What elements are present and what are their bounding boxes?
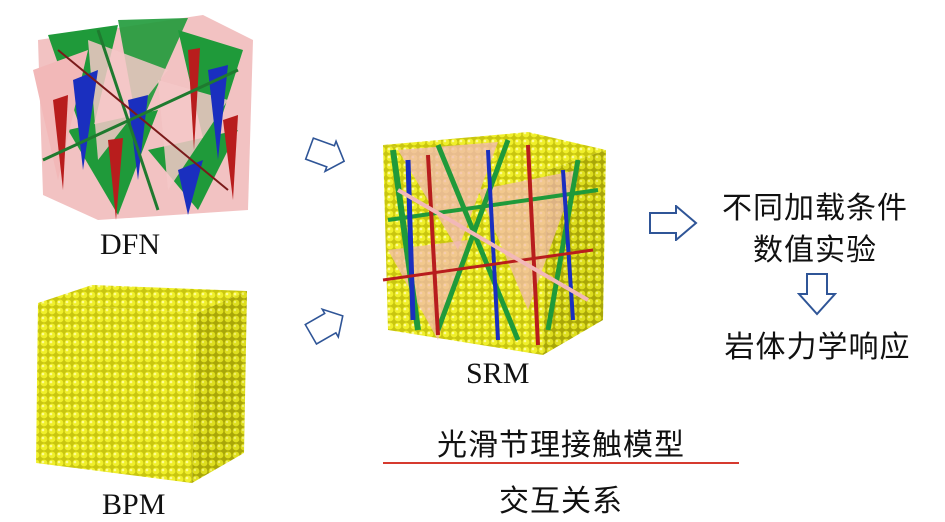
separator-line [383, 462, 739, 464]
hollow-right-arrow-icon [304, 307, 344, 345]
mechanical-response-text: 岩体力学响应 [724, 330, 911, 365]
smooth-joint-model-text: 光滑节理接触模型 [437, 428, 685, 463]
hollow-right-arrow-icon [649, 205, 698, 241]
bpm-label: BPM [102, 488, 166, 521]
numerical-experiment-text: 数值实验 [753, 233, 877, 268]
srm-label: SRM [466, 357, 530, 390]
srm-cube-image [378, 130, 610, 360]
hollow-down-arrow-icon [797, 273, 837, 316]
bpm-cube-image [32, 283, 250, 485]
hollow-right-arrow-icon [304, 137, 346, 174]
dfn-cube-image [28, 10, 258, 225]
dfn-label: DFN [100, 228, 161, 261]
interaction-text: 交互关系 [499, 484, 623, 519]
loading-condition-text: 不同加载条件 [722, 191, 908, 226]
